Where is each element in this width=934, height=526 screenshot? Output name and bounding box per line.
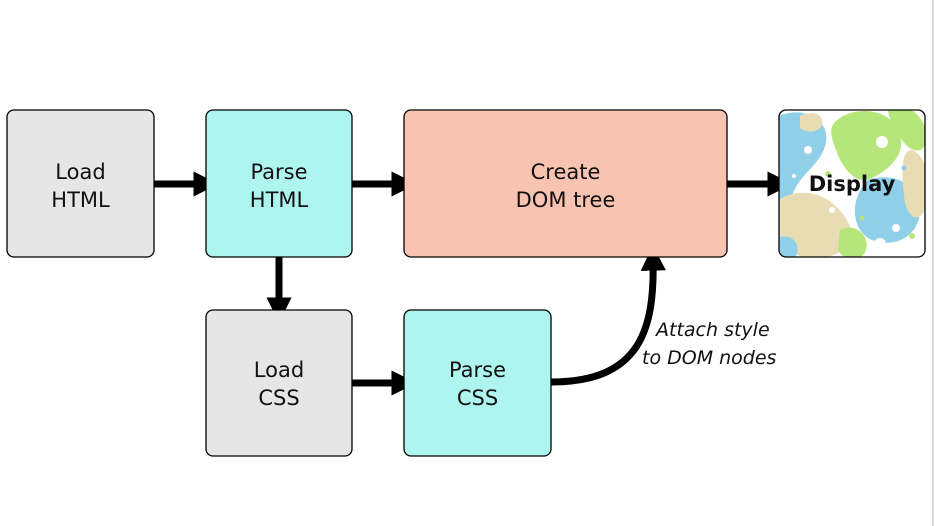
node-parse-html-label-line2: HTML [250,188,309,212]
display-pattern-image [779,110,925,257]
node-parse-html-label-line1: Parse [250,160,307,184]
node-create-dom-tree-label-line1: Create [531,160,601,184]
node-parse-html: Parse HTML [205,109,353,258]
node-display-label: Display [809,172,896,196]
right-edge-line [932,0,934,526]
node-load-html: Load HTML [6,109,155,258]
node-load-html-label-line1: Load [55,160,105,184]
node-create-dom-tree-box [403,109,728,258]
node-load-html-box [6,109,155,258]
node-display: Display [778,109,926,258]
node-load-css: Load CSS [205,309,353,457]
node-load-css-box [205,309,353,457]
node-load-html-label-line2: HTML [51,188,110,212]
node-parse-css-box [403,309,552,457]
node-create-dom-tree: Create DOM tree [403,109,728,258]
node-display-box [778,109,926,258]
node-parse-html-box [205,109,353,258]
annotation-line1: Attach style [654,319,770,341]
node-create-dom-tree-label-line2: DOM tree [516,188,616,212]
edge-parse-css-to-create-dom [550,245,666,386]
node-parse-css-label-line1: Parse [449,358,506,382]
node-parse-css: Parse CSS [403,309,552,457]
node-parse-css-label-line2: CSS [457,386,498,410]
node-load-css-label-line1: Load [254,358,304,382]
annotation-line2: to DOM nodes [642,347,777,369]
annotation-attach-style: Attach style to DOM nodes [642,319,777,369]
node-load-css-label-line2: CSS [258,386,299,410]
